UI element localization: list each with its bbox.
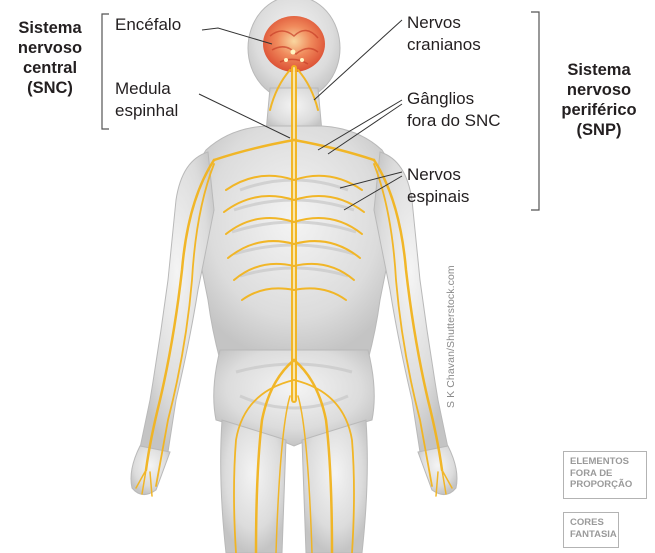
snp-line-4: (SNP): [545, 120, 653, 140]
bracket-snc: [102, 14, 109, 129]
snp-line-1: Sistema: [545, 60, 653, 80]
label-encefalo: Encéfalo: [115, 14, 181, 36]
snc-line-1: Sistema: [2, 18, 98, 38]
snp-line-2: nervoso: [545, 80, 653, 100]
snc-line-3: central: [2, 58, 98, 78]
badge-elementos-fora-de-proporcao: ELEMENTOS FORA DE PROPORÇÃO: [563, 451, 647, 499]
brain-graphic: [263, 16, 325, 72]
photo-credit: S K Chavan/Shutterstock.com: [445, 265, 457, 408]
label-ganglios: Gânglios fora do SNC: [407, 88, 501, 132]
label-nervos-espinais: Nervos espinais: [407, 164, 469, 208]
snp-line-3: periférico: [545, 100, 653, 120]
bracket-snp: [531, 12, 539, 210]
label-medula-espinhal: Medula espinhal: [115, 78, 178, 122]
badge-cores-fantasia: CORES FANTASIA: [563, 512, 619, 548]
snp-group-label: Sistema nervoso periférico (SNP): [545, 60, 653, 140]
label-nervos-cranianos: Nervos cranianos: [407, 12, 481, 56]
snc-line-4: (SNC): [2, 78, 98, 98]
snc-line-2: nervoso: [2, 38, 98, 58]
snc-group-label: Sistema nervoso central (SNC): [2, 18, 98, 98]
